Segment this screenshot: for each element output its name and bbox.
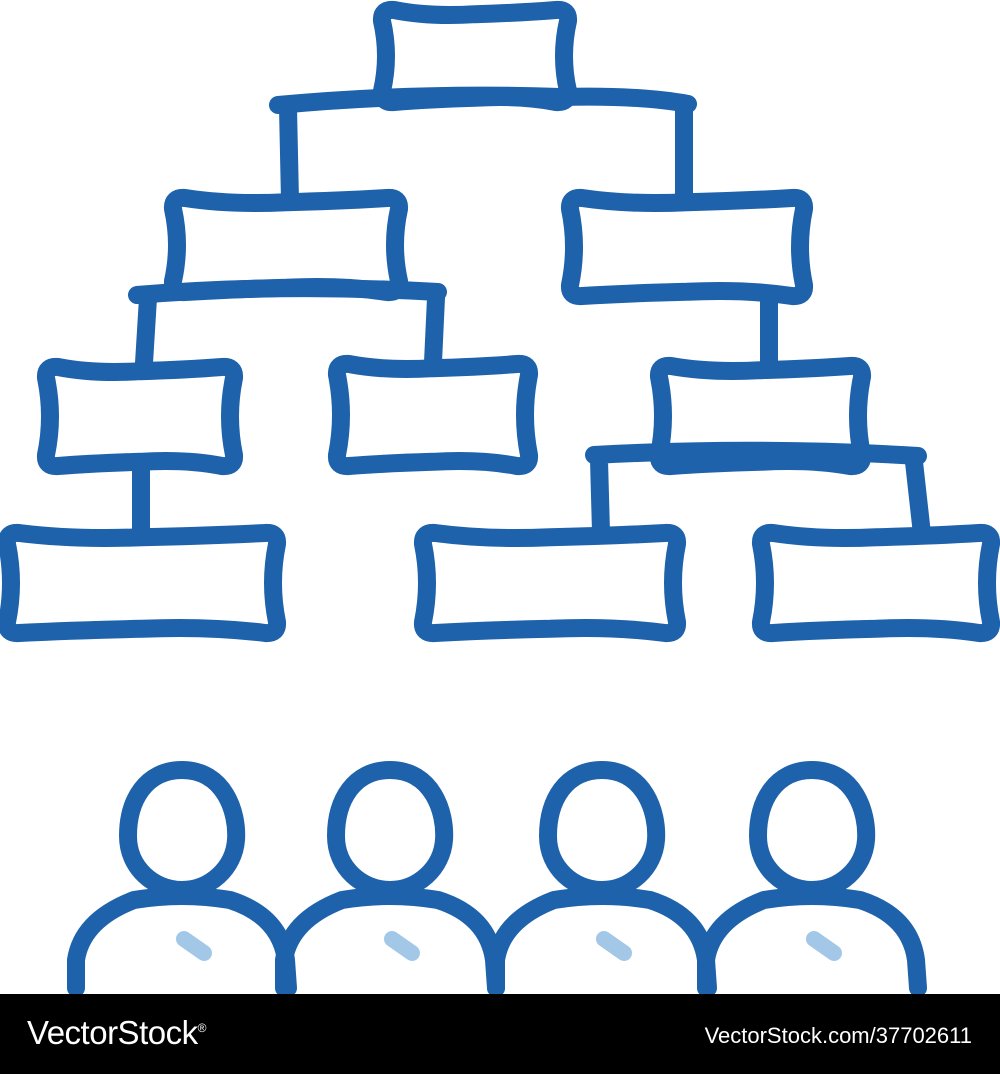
- tree-node-right-right: [649, 356, 872, 476]
- tree-node-leaf-3: [751, 523, 1000, 643]
- person-body: [67, 887, 297, 994]
- person-badge: [176, 931, 212, 961]
- person-badge: [806, 931, 842, 961]
- tree-node-left: [163, 188, 409, 302]
- logo-text: VectorStock: [27, 1014, 198, 1051]
- image-id: VectorStock.com/37702611: [704, 1023, 972, 1048]
- person-1: [67, 761, 297, 994]
- person-head: [749, 761, 876, 899]
- person-badge: [596, 931, 632, 961]
- person-head: [119, 761, 246, 899]
- tree-node-left-left: [36, 357, 244, 476]
- person-head: [539, 761, 666, 899]
- registered-mark: ®: [197, 1021, 207, 1035]
- tree-node-right: [560, 188, 814, 306]
- connector-right-right: [585, 441, 931, 543]
- person-2: [275, 761, 505, 994]
- connector-root: [269, 86, 697, 209]
- people-group: [67, 761, 927, 994]
- person-4: [697, 761, 927, 994]
- person-body: [275, 887, 505, 994]
- hierarchy-tree-with-people-icon: [0, 0, 1000, 994]
- footer-bar: VectorStock® VectorStock.com/37702611: [0, 994, 1000, 1074]
- tree-nodes: [0, 0, 1000, 643]
- tree-node-root: [372, 0, 578, 112]
- person-body: [487, 887, 717, 994]
- vectorstock-logo: VectorStock®: [27, 1014, 206, 1052]
- tree-connectors: [128, 86, 931, 543]
- person-body: [697, 887, 927, 994]
- person-head: [327, 761, 454, 899]
- person-3: [487, 761, 717, 994]
- tree-node-leaf-2: [413, 523, 687, 643]
- tree-node-leaf-1: [0, 523, 287, 643]
- tree-node-left-right: [327, 354, 539, 476]
- person-badge: [384, 931, 420, 961]
